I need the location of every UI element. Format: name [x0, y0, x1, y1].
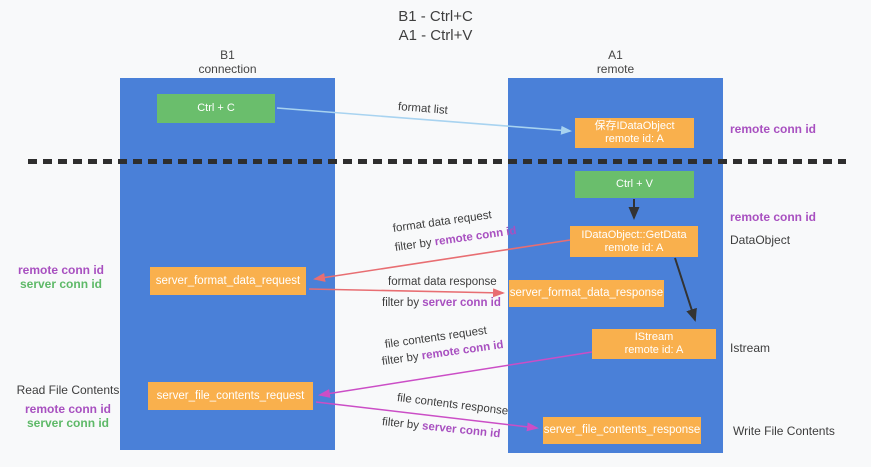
server-format-data-response-box: server_format_data_response — [509, 280, 664, 307]
istream-box: IStream remote id: A — [592, 329, 716, 359]
ctrl-c-label: Ctrl + C — [197, 102, 235, 114]
right-column-name: A1 — [608, 48, 623, 62]
format-data-response-filter-label: filter by server conn id — [382, 297, 501, 310]
format-list-label: format list — [397, 101, 449, 117]
left-column-role: connection — [198, 62, 257, 76]
server-format-data-request-box: server_format_data_request — [150, 267, 306, 295]
istream-line1: IStream — [634, 331, 674, 343]
filter-by-text: filter by — [382, 297, 423, 309]
filter-by-text: filter by — [394, 236, 436, 254]
right-column-header: A1 remote — [508, 48, 723, 76]
getdata-line2: remote id: A — [604, 241, 664, 254]
read-file-contents-annotations: Read File Contents remote conn id server… — [8, 383, 128, 430]
server-file-contents-request-box: server_file_contents_request — [148, 382, 313, 410]
server-conn-id-text: server conn id — [422, 297, 501, 309]
server-file-contents-response-label: server_file_contents_response — [543, 424, 701, 436]
idataobject-getdata-box: IDataObject::GetData remote id: A — [570, 226, 698, 257]
title-line-1: B1 - Ctrl+C — [398, 8, 473, 25]
server-format-data-response-label: server_format_data_response — [509, 287, 664, 299]
file-contents-response-label: file contents response — [396, 392, 509, 418]
save-idataobject-line2: remote id: A — [605, 133, 664, 145]
server-format-data-request-label: server_format_data_request — [155, 274, 301, 287]
save-idataobject-line1: 保存IDataObject — [594, 120, 675, 132]
getdata-line1: IDataObject::GetData — [581, 228, 687, 241]
server-conn-id-text: server conn id — [421, 420, 501, 441]
istream-line2: remote id: A — [624, 344, 684, 356]
ctrl-c-box: Ctrl + C — [157, 94, 275, 123]
file-contents-response-filter-label: filter by server conn id — [381, 416, 501, 441]
write-file-contents-annotation: Write File Contents — [733, 424, 835, 438]
format-data-response-arrow — [308, 288, 505, 298]
server-conn-id-annotation-left: server conn id — [19, 277, 103, 291]
remote-conn-id-annotation-left2: remote conn id — [24, 402, 111, 416]
filter-by-text: filter by — [381, 416, 423, 433]
save-idataobject-box: 保存IDataObject remote id: A — [575, 118, 694, 148]
istream-annotation: Istream — [730, 341, 771, 355]
diagram-title: B1 - Ctrl+C A1 - Ctrl+V — [0, 7, 871, 45]
left-column-name: B1 — [220, 48, 235, 62]
dataobject-annotation: DataObject — [730, 233, 791, 247]
filter-by-text: filter by — [381, 350, 423, 368]
right-column-role: remote — [596, 62, 635, 76]
ctrl-v-label: Ctrl + V — [616, 178, 653, 190]
read-file-contents-annotation: Read File Contents — [16, 383, 120, 397]
machine-boundary-dashed-line — [28, 159, 846, 164]
server-file-contents-response-box: server_file_contents_response — [543, 417, 701, 444]
server-conn-id-annotation-left2: server conn id — [26, 416, 110, 430]
server-file-contents-request-label: server_file_contents_request — [156, 389, 305, 402]
remote-conn-id-annotation-left: remote conn id — [17, 263, 104, 277]
left-conn-id-annotations: remote conn id server conn id — [8, 263, 114, 291]
ctrl-v-box: Ctrl + V — [575, 171, 694, 198]
remote-conn-id-annotation-top: remote conn id — [730, 122, 817, 136]
left-column-header: B1 connection — [120, 48, 335, 76]
title-line-2: A1 - Ctrl+V — [398, 27, 473, 44]
format-data-response-label: format data response — [388, 276, 497, 288]
remote-conn-id-annotation-mid: remote conn id — [730, 210, 817, 224]
